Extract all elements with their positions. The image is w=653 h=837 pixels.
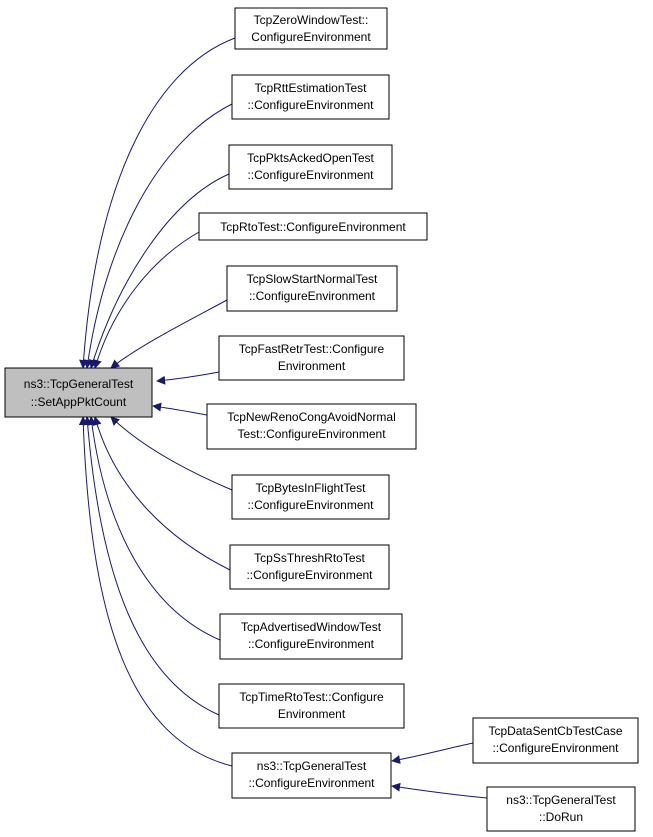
node-rttestimationtest-line-2: ::ConfigureEnvironment bbox=[247, 98, 374, 112]
node-timertotest-line-2: Environment bbox=[278, 707, 346, 721]
node-setapppktcount-line-1: ns3::TcpGeneralTest bbox=[24, 377, 134, 391]
node-ssthreshrtotest[interactable]: TcpSsThreshRtoTest ::ConfigureEnvironmen… bbox=[229, 544, 390, 590]
node-generaltest-configureenvironment-line-1: ns3::TcpGeneralTest bbox=[257, 759, 367, 773]
node-generaltest-configureenvironment[interactable]: ns3::TcpGeneralTest ::ConfigureEnvironme… bbox=[231, 752, 392, 799]
node-fastretrtest[interactable]: TcpFastRetrTest::Configure Environment bbox=[218, 335, 405, 381]
node-slowstartnormaltest-line-1: TcpSlowStartNormalTest bbox=[247, 272, 378, 286]
node-advertisedwindowtest[interactable]: TcpAdvertisedWindowTest ::ConfigureEnvir… bbox=[219, 613, 403, 660]
edge-rtotest-to-setapppktcount bbox=[92, 231, 200, 369]
edge-advertisedwindow-to-setapppktcount bbox=[87, 416, 221, 641]
edge-newrenocongavoid-to-setapppktcount bbox=[152, 402, 208, 416]
node-datasentcbtestcase[interactable]: TcpDataSentCbTestCase ::ConfigureEnviron… bbox=[472, 717, 639, 764]
edge-ssthreshrto-to-setapppktcount bbox=[92, 416, 231, 571]
node-generaltest-dorun-line-1: ns3::TcpGeneralTest bbox=[506, 793, 616, 807]
node-timertotest-line-1: TcpTimeRtoTest::Configure bbox=[239, 690, 384, 704]
node-newrenocongavoidnormaltest-line-1: TcpNewRenoCongAvoidNormal bbox=[227, 410, 396, 424]
edge-datasentcb-to-generalconfigureenvironment bbox=[391, 742, 474, 765]
node-rtotest[interactable]: TcpRtoTest::ConfigureEnvironment bbox=[198, 212, 428, 241]
node-bytesinflighttest-line-2: ::ConfigureEnvironment bbox=[247, 498, 374, 512]
node-slowstartnormaltest-line-2: ::ConfigureEnvironment bbox=[249, 289, 376, 303]
node-advertisedwindowtest-line-1: TcpAdvertisedWindowTest bbox=[241, 620, 382, 634]
edge-rttestimation-to-setapppktcount bbox=[83, 103, 233, 369]
edge-generalconfigureenvironment-to-setapppktcount bbox=[78, 416, 233, 767]
node-pktsackedopentest-line-2: ::ConfigureEnvironment bbox=[247, 168, 374, 182]
edge-timerto-to-setapppktcount bbox=[83, 416, 220, 716]
node-rttestimationtest[interactable]: TcpRttEstimationTest ::ConfigureEnvironm… bbox=[231, 74, 390, 120]
node-slowstartnormaltest[interactable]: TcpSlowStartNormalTest ::ConfigureEnviro… bbox=[226, 265, 398, 312]
nodes-layer: ns3::TcpGeneralTest ::SetAppPktCount Tcp… bbox=[4, 7, 639, 832]
node-setapppktcount-line-2: ::SetAppPktCount bbox=[31, 395, 127, 409]
edge-pktsackedopen-to-setapppktcount bbox=[89, 173, 230, 369]
node-generaltest-configureenvironment-line-2: ::ConfigureEnvironment bbox=[248, 776, 375, 790]
node-rttestimationtest-line-1: TcpRttEstimationTest bbox=[254, 81, 367, 95]
edge-bytesinflight-to-setapppktcount bbox=[110, 416, 233, 491]
node-newrenocongavoidnormaltest-line-2: Test::ConfigureEnvironment bbox=[237, 427, 386, 441]
node-generaltest-dorun[interactable]: ns3::TcpGeneralTest ::DoRun bbox=[486, 786, 636, 832]
node-newrenocongavoidnormaltest[interactable]: TcpNewRenoCongAvoidNormal Test::Configur… bbox=[206, 403, 417, 450]
node-timertotest[interactable]: TcpTimeRtoTest::Configure Environment bbox=[218, 683, 405, 729]
edge-zerowindow-to-setapppktcount bbox=[79, 37, 236, 369]
node-zerowindowtest-line-2: ConfigureEnvironment bbox=[251, 30, 371, 44]
node-datasentcbtestcase-line-2: ::ConfigureEnvironment bbox=[492, 741, 619, 755]
node-pktsackedopentest-line-1: TcpPktsAckedOpenTest bbox=[247, 151, 374, 165]
node-fastretrtest-line-2: Environment bbox=[278, 359, 346, 373]
node-zerowindowtest-line-1: TcpZeroWindowTest:: bbox=[254, 13, 369, 27]
node-setapppktcount[interactable]: ns3::TcpGeneralTest ::SetAppPktCount bbox=[4, 367, 153, 418]
node-datasentcbtestcase-line-1: TcpDataSentCbTestCase bbox=[488, 724, 622, 738]
node-bytesinflighttest[interactable]: TcpBytesInFlightTest ::ConfigureEnvironm… bbox=[231, 474, 390, 520]
node-advertisedwindowtest-line-2: ::ConfigureEnvironment bbox=[248, 637, 375, 651]
edge-fastretr-to-setapppktcount bbox=[156, 371, 220, 385]
node-rtotest-line-1: TcpRtoTest::ConfigureEnvironment bbox=[220, 220, 406, 234]
node-ssthreshrtotest-line-1: TcpSsThreshRtoTest bbox=[254, 551, 365, 565]
node-zerowindowtest[interactable]: TcpZeroWindowTest:: ConfigureEnvironment bbox=[234, 7, 388, 50]
edge-dorun-to-generalconfigureenvironment bbox=[391, 782, 488, 799]
node-ssthreshrtotest-line-2: ::ConfigureEnvironment bbox=[246, 568, 373, 582]
node-bytesinflighttest-line-1: TcpBytesInFlightTest bbox=[255, 481, 366, 495]
edge-slowstartnormal-to-setapppktcount bbox=[110, 299, 228, 369]
edges-layer bbox=[78, 37, 488, 799]
node-generaltest-dorun-line-2: ::DoRun bbox=[539, 810, 583, 824]
node-pktsackedopentest[interactable]: TcpPktsAckedOpenTest ::ConfigureEnvironm… bbox=[228, 144, 393, 190]
node-fastretrtest-line-1: TcpFastRetrTest::Configure bbox=[239, 342, 385, 356]
